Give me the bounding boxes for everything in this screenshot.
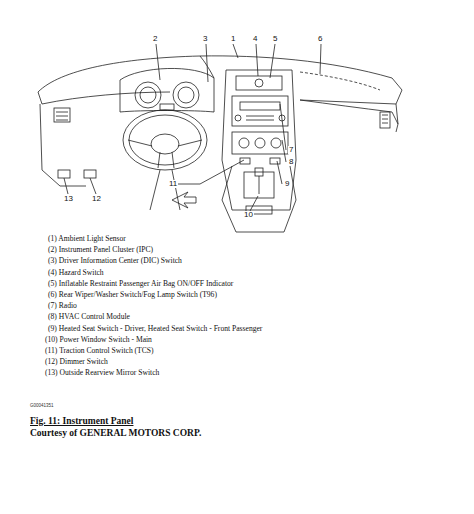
legend-list-item: (8) HVAC Control Module [48,313,130,321]
legend-list-item: (2) Instrument Panel Cluster (IPC) [48,246,153,254]
legend-list-item: (13) Outside Rearview Mirror Switch [45,369,159,377]
callout-number: 8 [288,158,294,166]
figure-caption: Fig. 11: Instrument Panel [30,417,133,427]
callout-number: 13 [63,195,74,203]
legend-list-item: (4) Hazard Switch [48,269,104,277]
legend-list-item: (6) Rear Wiper/Washer Switch/Fog Lamp Sw… [48,291,217,299]
callout-number: 12 [91,195,102,203]
callout-number: 9 [284,180,290,188]
callout-number: 10 [243,211,254,219]
callout-number: 5 [272,35,278,43]
legend-list-item: (11) Traction Control Switch (TCS) [45,347,154,355]
figure-code: G00041351 [30,404,54,409]
callout-number: 7 [288,146,294,154]
legend-list-item: (3) Driver Information Center (DIC) Swit… [48,257,182,265]
callout-number: 11 [168,180,178,188]
callout-number: 2 [152,35,158,43]
legend-list-item: (10) Power Window Switch - Main [45,336,152,344]
legend-list-item: (1) Ambient Light Sensor [48,235,126,243]
credit-line: Courtesy of GENERAL MOTORS CORP. [30,429,201,439]
callout-number: 3 [202,35,208,43]
legend-list-item: (12) Dimmer Switch [45,358,108,366]
legend-list-item: (9) Heated Seat Switch - Driver, Heated … [48,325,262,333]
legend-list-item: (5) Inflatable Restraint Passenger Air B… [48,280,233,288]
callout-number: 4 [252,35,258,43]
callout-number: 1 [230,35,236,43]
legend-list-item: (7) Radio [48,302,77,310]
callout-number: 6 [317,35,323,43]
